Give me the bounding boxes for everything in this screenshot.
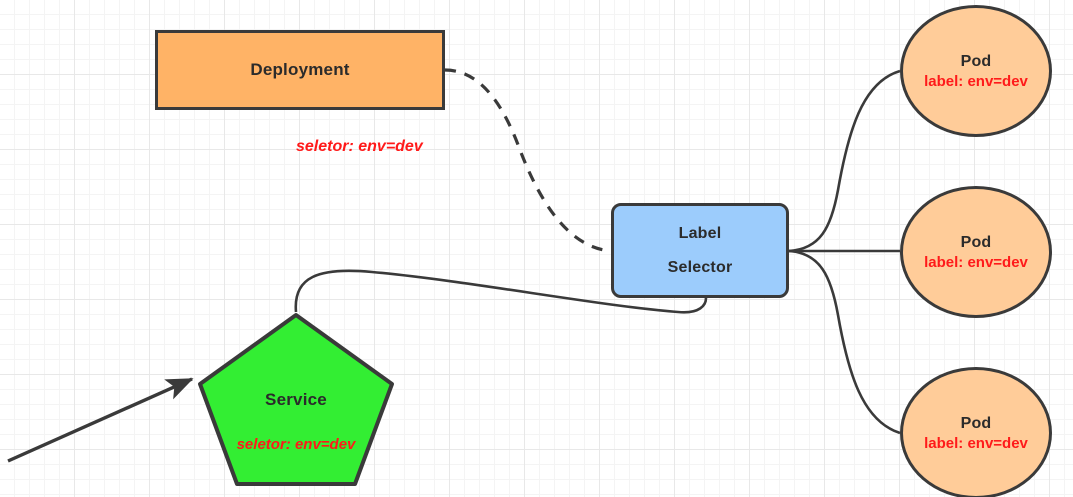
pod-label-annotation: label: env=dev <box>924 253 1028 271</box>
pod-label-annotation: label: env=dev <box>924 72 1028 90</box>
node-pod-1[interactable]: Pod label: env=dev <box>900 5 1052 137</box>
edge-label-selector-to-pod-3 <box>788 249 901 435</box>
pod-label: Pod <box>960 414 992 432</box>
node-deployment[interactable]: Deployment <box>155 30 445 110</box>
node-service[interactable]: Service seletor: env=dev <box>197 312 395 489</box>
pod-label-annotation: label: env=dev <box>924 434 1028 452</box>
node-pod-3[interactable]: Pod label: env=dev <box>900 367 1052 497</box>
node-label-selector[interactable]: Label Selector <box>611 203 789 298</box>
deployment-label: Deployment <box>250 60 350 79</box>
pod-label: Pod <box>960 233 992 251</box>
edge-external-to-service <box>7 377 194 463</box>
service-selector-annotation: seletor: env=dev <box>236 436 356 453</box>
deployment-selector-annotation: seletor: env=dev <box>296 138 423 155</box>
pod-label: Pod <box>960 52 992 70</box>
label-selector-label-line1: Label <box>678 224 722 242</box>
service-label: Service <box>265 390 327 409</box>
edge-label-selector-to-pod-1 <box>788 69 901 253</box>
label-selector-label-line2: Selector <box>667 258 733 276</box>
edge-deployment-to-label-selector <box>444 68 612 253</box>
pentagon-shape <box>198 313 394 486</box>
node-pod-2[interactable]: Pod label: env=dev <box>900 186 1052 318</box>
